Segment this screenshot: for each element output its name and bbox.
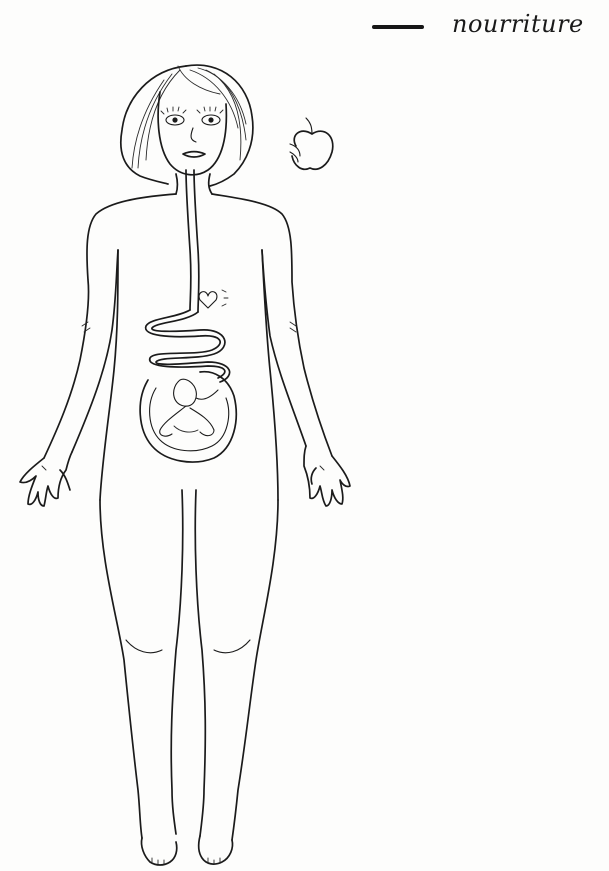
apple-icon (290, 118, 333, 169)
face (158, 92, 226, 175)
sketch-marks (42, 322, 324, 470)
digestive-tract (146, 170, 230, 382)
womb (140, 372, 236, 462)
baby (160, 379, 218, 436)
hair (121, 65, 253, 186)
body-outline (20, 194, 350, 865)
